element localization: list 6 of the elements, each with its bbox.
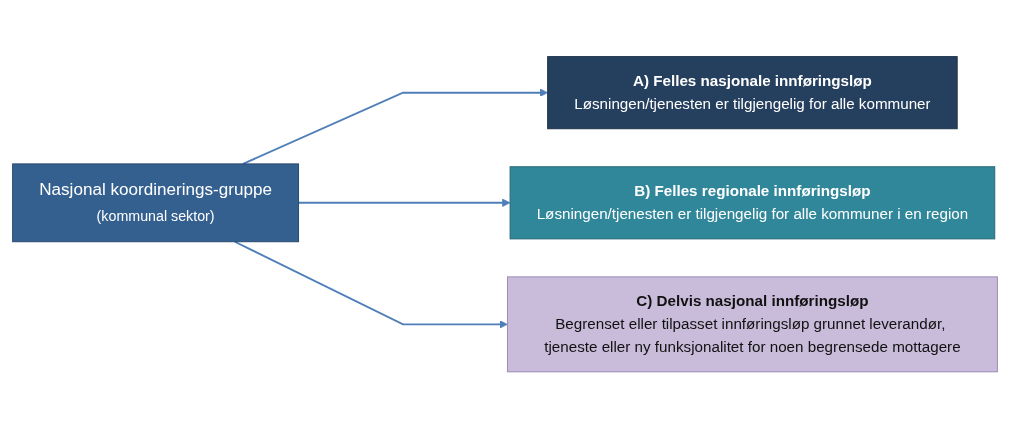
node-box: C) Delvis nasjonal innføringsløp Begrenset eller tilpasset innføringsløp grunnet leverandør, tjeneste eller ny funksjonalitet for noen begrensede mottagere (506, 276, 998, 373)
node-box: Nasjonal koordinerings-gruppe (kommunal sektor) (11, 163, 299, 242)
arrow (297, 198, 510, 207)
arrow (233, 240, 508, 329)
node-box: A) Felles nasjonale innføringsløp Løsningen/tjenesten er tilgjengelig for alle kommuner (546, 55, 958, 129)
node-box: B) Felles regionale innføringsløp Løsningen/tjenesten er tilgjengelig for alle kommuner i en region (509, 166, 995, 240)
